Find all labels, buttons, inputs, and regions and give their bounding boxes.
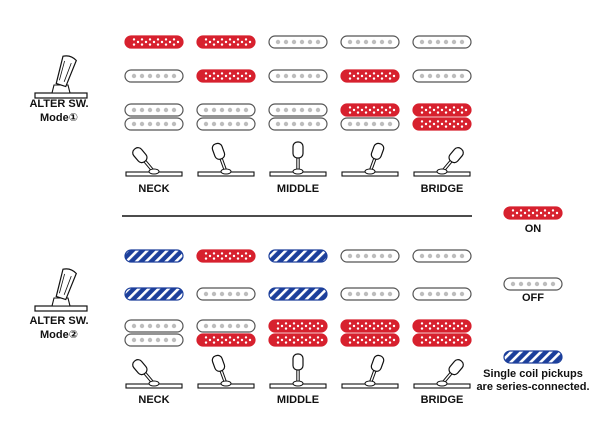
- mode1-col4-middle-pickup: [340, 69, 400, 83]
- mode2-label-line2: Mode②: [40, 329, 78, 341]
- mode1-selector-positions: [125, 141, 471, 177]
- toggle-switch-mode1-icon: [34, 55, 88, 99]
- mode1-col5-bridge-humbucker: [412, 103, 472, 131]
- mode1-position-neck: NECK: [138, 183, 169, 195]
- mode1-col1-bridge-humbucker: [124, 103, 184, 131]
- mode1-selector-position-3-icon: [269, 141, 327, 177]
- mode2-selector-position-1-icon: [125, 359, 183, 389]
- mode2-col3-bridge-humbucker-bottom-coil: [268, 333, 328, 347]
- mode1-col1-bridge-humbucker-bottom-coil: [124, 117, 184, 131]
- mode2-col4-bridge-humbucker-bottom-coil: [340, 333, 400, 347]
- mode2-col3-middle-pickup: [268, 287, 328, 301]
- mode1-position-middle: MIDDLE: [277, 183, 319, 195]
- mode1-col2-bridge-humbucker-top-coil: [196, 103, 256, 117]
- mode2-col4-bridge-humbucker-top-coil: [340, 319, 400, 333]
- mode2-col5-bridge-humbucker-top-coil: [412, 319, 472, 333]
- mode1-selector-position-4-icon: [341, 142, 399, 177]
- mode2-col4-bridge-humbucker: [340, 319, 400, 347]
- mode1-col2-neck-pickup: [196, 35, 256, 49]
- mode2-pickup-grid: [124, 249, 472, 347]
- mode1-selector-position-1-icon: [125, 147, 183, 177]
- mode2-col2-bridge-humbucker-top-coil: [196, 319, 256, 333]
- mode2-selector-position-4-icon: [341, 354, 399, 389]
- mode2-col1-middle-pickup: [124, 287, 184, 301]
- mode1-col5-bridge-humbucker-top-coil: [412, 103, 472, 117]
- mode1-col2-bridge-humbucker-bottom-coil: [196, 117, 256, 131]
- mode2-selector-position-3-icon: [269, 353, 327, 389]
- mode2-col1-bridge-humbucker-top-coil: [124, 319, 184, 333]
- mode2-col2-middle-pickup: [196, 287, 256, 301]
- mode2-label-line1: ALTER SW.: [29, 315, 88, 327]
- mode2-col2-bridge-humbucker: [196, 319, 256, 347]
- legend-off-pickup-icon: [503, 277, 563, 291]
- legend-series-swatch: [503, 350, 563, 364]
- mode1-label-line1: ALTER SW.: [29, 98, 88, 110]
- mode2-selector-position-2-icon: [197, 354, 255, 389]
- legend-off-label: OFF: [522, 292, 544, 304]
- mode1-col1-bridge-humbucker-top-coil: [124, 103, 184, 117]
- mode1-col5-neck-pickup: [412, 35, 472, 49]
- mode2-position-middle: MIDDLE: [277, 394, 319, 406]
- mode1-col2-bridge-humbucker: [196, 103, 256, 131]
- mode2-position-bridge: BRIDGE: [421, 394, 464, 406]
- mode2-col5-middle-pickup: [412, 287, 472, 301]
- mode1-col3-neck-pickup: [268, 35, 328, 49]
- mode1-selector-position-2-icon: [197, 142, 255, 177]
- mode1-col1-neck-pickup: [124, 35, 184, 49]
- legend-on-pickup-icon: [503, 206, 563, 220]
- mode2-col5-bridge-humbucker: [412, 319, 472, 347]
- mode1-col3-middle-pickup: [268, 69, 328, 83]
- mode1-col3-bridge-humbucker-bottom-coil: [268, 117, 328, 131]
- mode2-col1-bridge-humbucker: [124, 319, 184, 347]
- mode1-col5-middle-pickup: [412, 69, 472, 83]
- mode1-selector-position-5-icon: [413, 147, 471, 177]
- mode2-selector-positions: [125, 353, 471, 389]
- mode1-col4-neck-pickup: [340, 35, 400, 49]
- mode2-col5-neck-pickup: [412, 249, 472, 263]
- mode2-col5-bridge-humbucker-bottom-coil: [412, 333, 472, 347]
- legend-series-label-line1: Single coil pickups: [483, 368, 583, 380]
- mode1-col4-bridge-humbucker-bottom-coil: [340, 117, 400, 131]
- legend-series-pickup-icon: [503, 350, 563, 364]
- mode1-col1-middle-pickup: [124, 69, 184, 83]
- mode1-col4-bridge-humbucker-top-coil: [340, 103, 400, 117]
- mode1-label-line2: Mode①: [40, 112, 78, 124]
- mode2-col2-neck-pickup: [196, 249, 256, 263]
- legend-off-swatch: [503, 277, 563, 291]
- mode2-col2-bridge-humbucker-bottom-coil: [196, 333, 256, 347]
- mode2-selector-position-5-icon: [413, 359, 471, 389]
- mode2-col4-middle-pickup: [340, 287, 400, 301]
- legend-on-swatch: [503, 206, 563, 220]
- mode1-col2-middle-pickup: [196, 69, 256, 83]
- toggle-switch-mode2-icon: [34, 268, 88, 312]
- mode2-col1-neck-pickup: [124, 249, 184, 263]
- mode1-col4-bridge-humbucker: [340, 103, 400, 131]
- mode1-position-bridge: BRIDGE: [421, 183, 464, 195]
- mode1-col3-bridge-humbucker: [268, 103, 328, 131]
- mode2-col3-bridge-humbucker: [268, 319, 328, 347]
- legend-series-label-line2: are series-connected.: [476, 381, 589, 393]
- legend-on-label: ON: [525, 223, 542, 235]
- mode2-col3-bridge-humbucker-top-coil: [268, 319, 328, 333]
- mode2-col1-bridge-humbucker-bottom-coil: [124, 333, 184, 347]
- mode1-col3-bridge-humbucker-top-coil: [268, 103, 328, 117]
- mode2-position-neck: NECK: [138, 394, 169, 406]
- mode2-col3-neck-pickup: [268, 249, 328, 263]
- mode2-col4-neck-pickup: [340, 249, 400, 263]
- mode1-pickup-grid: [124, 35, 472, 131]
- mode1-col5-bridge-humbucker-bottom-coil: [412, 117, 472, 131]
